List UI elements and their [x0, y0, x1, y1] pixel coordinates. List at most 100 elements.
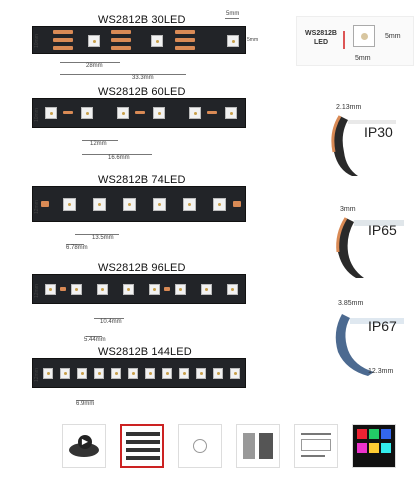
- copper-pad: [60, 287, 66, 291]
- copper-pad: [111, 46, 131, 50]
- color-swatch: [369, 429, 379, 439]
- thumbnail-colors[interactable]: [352, 424, 396, 468]
- led-chip: [196, 368, 206, 379]
- dim-strip-width: 12mm: [34, 368, 40, 382]
- thumbnail-strips[interactable]: [120, 424, 164, 468]
- dim-line: [94, 318, 124, 319]
- text-line-icon: [301, 433, 331, 435]
- color-swatch: [369, 443, 379, 453]
- dim-top-5mm: 5mm: [226, 11, 240, 17]
- strip-icon: [126, 432, 160, 436]
- package-icon: [259, 433, 273, 459]
- thumbnail-reel[interactable]: ▶: [62, 424, 106, 468]
- strip-icon: [126, 456, 160, 460]
- thumbnail-package[interactable]: [236, 424, 280, 468]
- copper-pad: [233, 201, 241, 207]
- dim-line: [60, 74, 186, 75]
- copper-pad: [53, 38, 73, 42]
- ip65-label: IP65: [368, 222, 397, 238]
- dim-13-5mm: 13.5mm: [92, 235, 114, 241]
- dim-10-4mm: 10.4mm: [100, 319, 122, 325]
- dim-line: [60, 62, 120, 63]
- dim-5-44mm: 5.44mm: [84, 337, 106, 343]
- led-chip: [63, 198, 76, 211]
- copper-pad: [53, 30, 73, 34]
- diagram-icon: [301, 439, 331, 451]
- row-title-96led: WS2812B 96LED: [98, 262, 186, 274]
- chip-dim-side: 5mm: [385, 33, 401, 40]
- led-strip-30: [32, 26, 246, 54]
- pointer-line: [343, 31, 345, 49]
- copper-pad: [63, 111, 73, 114]
- led-chip: [175, 284, 186, 295]
- copper-pad: [53, 46, 73, 50]
- led-chip: [189, 107, 201, 119]
- ip67-dim: 3.85mm: [338, 300, 364, 307]
- copper-pad: [175, 30, 195, 34]
- dim-strip-width: 12mm: [34, 284, 40, 298]
- row-title-74led: WS2812B 74LED: [98, 174, 186, 186]
- led-chip: [151, 35, 163, 47]
- copper-pad: [111, 30, 131, 34]
- dim-strip-width: 10mm: [34, 34, 40, 48]
- led-strip-96: [32, 274, 246, 304]
- led-chip: [81, 107, 93, 119]
- led-chip: [71, 284, 82, 295]
- package-icon: [243, 433, 255, 459]
- color-swatch: [357, 443, 367, 453]
- dim-16-6mm: 16.6mm: [108, 155, 130, 161]
- reel-icon: [69, 443, 99, 457]
- chip-label: WS2812B LED: [301, 29, 341, 47]
- led-chip: [201, 284, 212, 295]
- led-chip: [162, 368, 172, 379]
- row-title-30led: WS2812B 30LED: [98, 14, 186, 26]
- led-chip: [149, 284, 160, 295]
- dim-33mm: 33.3mm: [132, 75, 154, 81]
- chip-closeup-panel: WS2812B LED 5mm 5mm: [296, 16, 414, 66]
- chip-label-line1: WS2812B: [305, 30, 337, 37]
- dim-line: [75, 234, 119, 235]
- led-chip: [230, 368, 240, 379]
- led-chip: [60, 368, 70, 379]
- thumbnail-datasheet[interactable]: [294, 424, 338, 468]
- led-strip-74: [32, 186, 246, 222]
- led-chip: [213, 368, 223, 379]
- play-icon: ▶: [78, 435, 92, 449]
- dim-line: [82, 140, 118, 141]
- ip30-label: IP30: [364, 124, 393, 140]
- row-title-144led: WS2812B 144LED: [98, 346, 192, 358]
- led-chip: [97, 284, 108, 295]
- row-title-60led: WS2812B 60LED: [98, 86, 186, 98]
- thumbnail-chip-closeup[interactable]: [178, 424, 222, 468]
- led-chip: [153, 107, 165, 119]
- color-swatch: [381, 443, 391, 453]
- strip-icon: [126, 448, 160, 452]
- dim-12mm: 12mm: [90, 141, 107, 147]
- ip65-dim: 3mm: [340, 206, 356, 213]
- color-swatch: [381, 429, 391, 439]
- led-chip: [111, 368, 121, 379]
- strip-icon: [126, 440, 160, 444]
- copper-pad: [164, 287, 170, 291]
- dim-strip-width: 10mm: [34, 108, 40, 122]
- led-chip: [117, 107, 129, 119]
- led-chip: [123, 198, 136, 211]
- dim-28mm: 28mm: [86, 63, 103, 69]
- ip67-strip-image: [335, 314, 404, 376]
- ip65-strip-image: [336, 217, 404, 278]
- dim-line: [82, 154, 152, 155]
- led-chip: [179, 368, 189, 379]
- copper-pad: [111, 38, 131, 42]
- copper-pad: [175, 46, 195, 50]
- copper-pad: [175, 38, 195, 42]
- led-chip: [123, 284, 134, 295]
- ip67-dim2: 12.3mm: [368, 368, 394, 375]
- led-chip: [45, 107, 57, 119]
- led-chip: [88, 35, 100, 47]
- led-strip-144: [32, 358, 246, 388]
- dim-line: [66, 244, 84, 245]
- led-chip: [227, 284, 238, 295]
- ip67-label: IP67: [368, 318, 397, 334]
- led-strip-60: [32, 98, 246, 128]
- copper-pad: [135, 111, 145, 114]
